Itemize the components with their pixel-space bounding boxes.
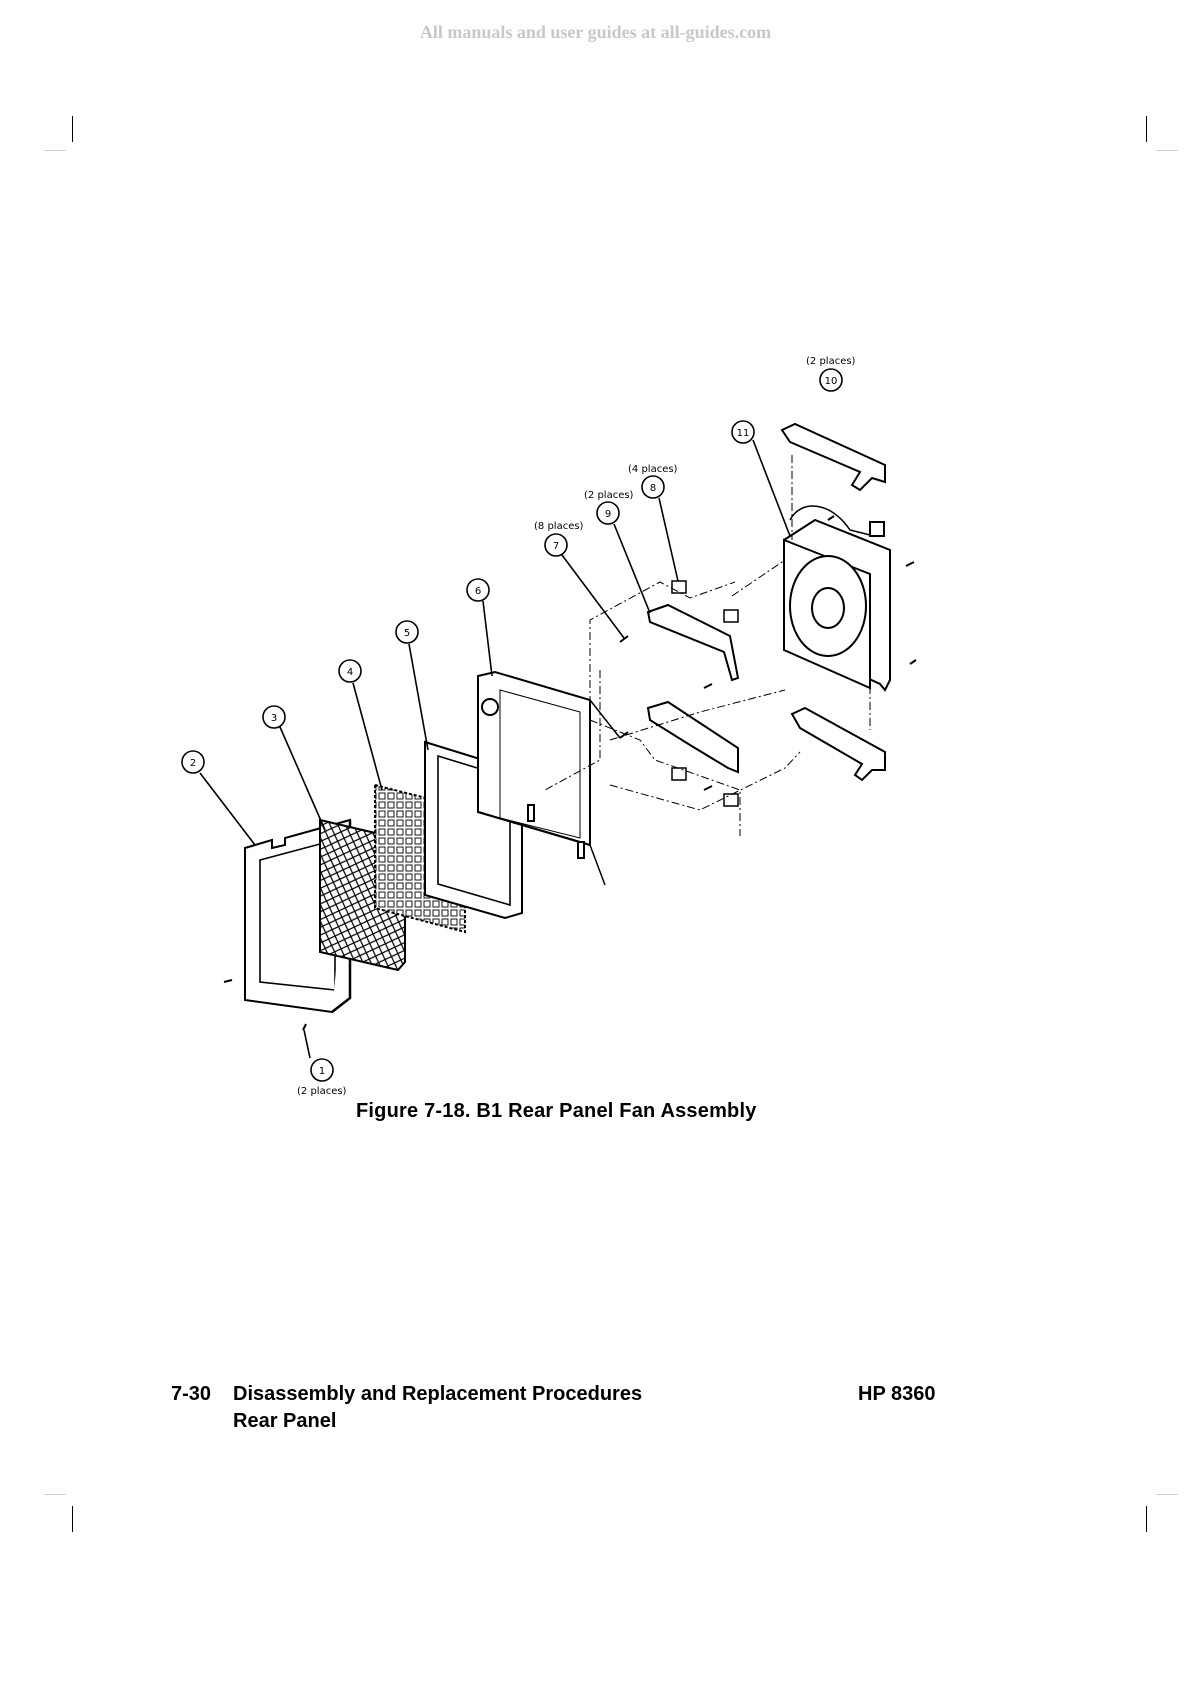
callout-9: 9 (605, 509, 611, 520)
callout-8: 8 (650, 483, 656, 494)
part-mounting-brackets (648, 605, 738, 772)
note-callout-10: (2 places) (806, 356, 856, 367)
callout-1: 1 (319, 1066, 325, 1077)
footer-section-title: Disassembly and Replacement Procedures (233, 1383, 642, 1406)
callout-7: 7 (553, 541, 559, 552)
callout-3: 3 (271, 713, 277, 724)
part-fan (784, 506, 890, 690)
note-callout-7: (8 places) (534, 521, 584, 532)
figure-caption: Figure 7-18. B1 Rear Panel Fan Assembly (356, 1100, 757, 1123)
callout-4: 4 (347, 667, 353, 678)
callout-2: 2 (190, 758, 196, 769)
callout-5: 5 (404, 628, 410, 639)
footer-model: HP 8360 (858, 1383, 935, 1406)
note-callout-8: (4 places) (628, 464, 678, 475)
note-callout-9: (2 places) (584, 490, 634, 501)
note-callout-1: (2 places) (297, 1086, 347, 1097)
callout-11: 11 (737, 428, 750, 439)
callout-6: 6 (475, 586, 481, 597)
callout-10: 10 (825, 376, 838, 387)
footer-subsection: Rear Panel (233, 1410, 336, 1433)
footer-page-number: 7-30 (171, 1383, 211, 1406)
